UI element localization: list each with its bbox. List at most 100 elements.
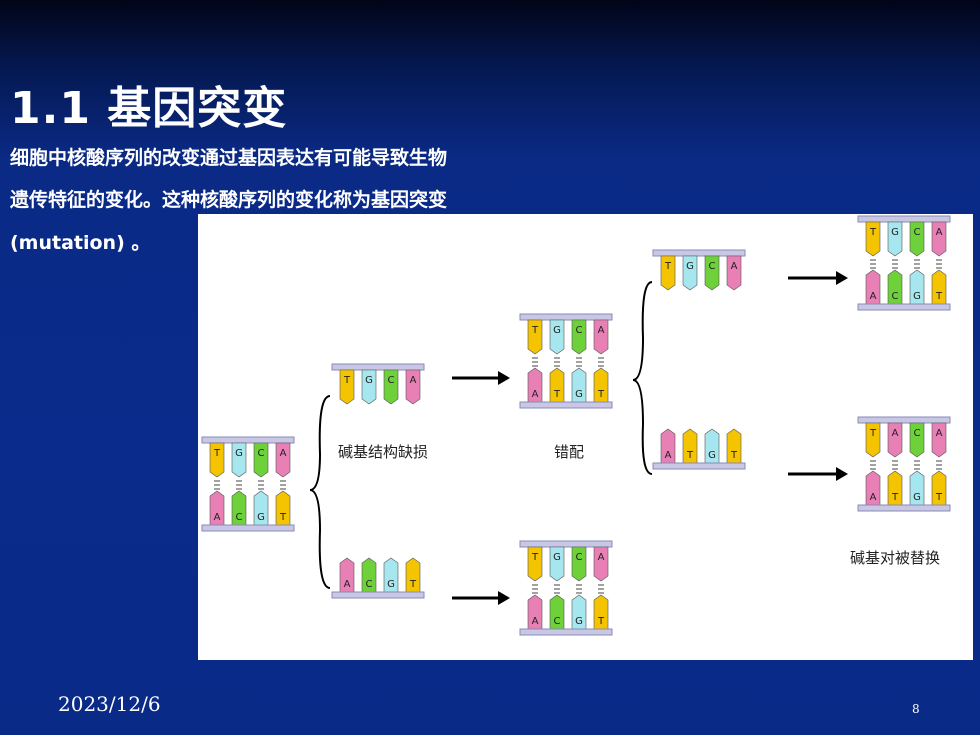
slide-title: 1.1 基因突变: [10, 83, 288, 134]
nucleotide-C-letter: C: [914, 227, 921, 238]
nucleotide-C-letter: C: [554, 616, 561, 627]
nucleotide-G-letter: G: [235, 448, 243, 459]
nucleotide-C: C: [704, 255, 720, 291]
nucleotide-G: [887, 221, 903, 257]
nucleotide-A-letter: A: [665, 450, 672, 461]
nucleotide-G-letter: G: [913, 492, 921, 503]
nucleotide-A: A: [527, 594, 543, 630]
nucleotide-T: T: [527, 319, 543, 355]
nucleotide-T: T: [660, 255, 676, 291]
bottom-backbone: [519, 401, 613, 409]
nucleotide-G: [361, 369, 377, 405]
nucleotide-C: [909, 422, 925, 458]
top-backbone: [857, 416, 951, 424]
nucleotide-G: G: [253, 490, 269, 526]
nucleotide-A-letter: A: [870, 492, 877, 503]
nucleotide-C-letter: C: [576, 325, 583, 336]
nucleotide-A: [405, 369, 421, 405]
nucleotide-G: G: [383, 557, 399, 593]
nucleotide-A: A: [931, 221, 947, 257]
nucleotide-C: [704, 255, 720, 291]
nucleotide-A-letter: A: [731, 261, 738, 272]
nucleotide-T: T: [209, 442, 225, 478]
nucleotide-A-letter: A: [598, 325, 605, 336]
nucleotide-A: A: [660, 428, 676, 464]
nucleotide-G: G: [231, 442, 247, 478]
connectors: [309, 281, 653, 589]
body-line-3: (mutation) 。: [10, 232, 151, 254]
nucleotide-T: [339, 369, 355, 405]
nucleotide-G: [549, 319, 565, 355]
nucleotide-C-letter: C: [914, 428, 921, 439]
nucleotide-G-letter: G: [387, 579, 395, 590]
top-backbone: [519, 540, 613, 548]
nucleotide-T: T: [549, 367, 565, 403]
nucleotide-T: [527, 319, 543, 355]
nucleotide-C: C: [909, 221, 925, 257]
nucleotide-T-letter: T: [597, 389, 605, 400]
nucleotide-G-letter: G: [575, 616, 583, 627]
nucleotide-T-letter: T: [730, 450, 738, 461]
nucleotide-T: T: [593, 594, 609, 630]
bottom-backbone: [857, 303, 951, 311]
label-mismatch: 错配: [554, 443, 584, 461]
nucleotide-C-letter: C: [709, 261, 716, 272]
body-line-1: 细胞中核酸序列的改变通过基因表达有可能导致生物: [10, 147, 448, 169]
bottom-backbone: [857, 504, 951, 512]
nucleotide-C: [909, 221, 925, 257]
nucleotide-T: T: [527, 546, 543, 582]
nucleotide-C-letter: C: [892, 291, 899, 302]
nucleotide-T: T: [931, 269, 947, 305]
nucleotide-A: A: [527, 367, 543, 403]
page-number: 8: [912, 702, 920, 716]
nucleotide-C: C: [909, 422, 925, 458]
nucleotide-G: G: [887, 221, 903, 257]
nucleotide-T: [865, 422, 881, 458]
nucleotide-A: A: [887, 422, 903, 458]
branch-brace-right: [632, 281, 653, 475]
nucleotide-T-letter: T: [686, 450, 694, 461]
nucleotide-A-letter: A: [936, 428, 943, 439]
nucleotide-A: [593, 546, 609, 582]
nucleotide-T-letter: T: [531, 552, 539, 563]
top-backbone: [519, 313, 613, 321]
nucleotide-T: T: [275, 490, 291, 526]
arrow-to-normal: [788, 271, 848, 285]
bottom-backbone: [652, 462, 746, 470]
nucleotide-G-letter: G: [708, 450, 716, 461]
nucleotide-T-letter: T: [664, 261, 672, 272]
nucleotide-G-letter: G: [575, 389, 583, 400]
nucleotide-G-letter: G: [913, 291, 921, 302]
nucleotide-T-letter: T: [213, 448, 221, 459]
nucleotide-T: [527, 546, 543, 582]
nucleotide-G: [231, 442, 247, 478]
nucleotide-C: C: [361, 557, 377, 593]
nucleotide-G-letter: G: [686, 261, 694, 272]
nucleotide-C: [571, 319, 587, 355]
top-backbone: [652, 249, 746, 257]
nucleotide-C-letter: C: [576, 552, 583, 563]
nucleotide-A: A: [865, 269, 881, 305]
nucleotide-G: [682, 255, 698, 291]
nucleotide-A: A: [726, 255, 742, 291]
nucleotide-A: [726, 255, 742, 291]
nucleotide-T-letter: T: [531, 325, 539, 336]
nucleotide-G: G: [682, 255, 698, 291]
nucleotide-T: T: [593, 367, 609, 403]
nucleotide-A: A: [405, 369, 421, 405]
nucleotide-T-letter: T: [597, 616, 605, 627]
nucleotide-T: T: [726, 428, 742, 464]
nucleotide-A-letter: A: [280, 448, 287, 459]
nucleotide-G: G: [909, 470, 925, 506]
top-backbone: [857, 215, 951, 223]
arrow-to-mismatch: [452, 371, 510, 385]
label-substitution: 碱基对被替换: [850, 549, 940, 567]
nucleotide-T: T: [405, 557, 421, 593]
nucleotide-T: T: [865, 221, 881, 257]
